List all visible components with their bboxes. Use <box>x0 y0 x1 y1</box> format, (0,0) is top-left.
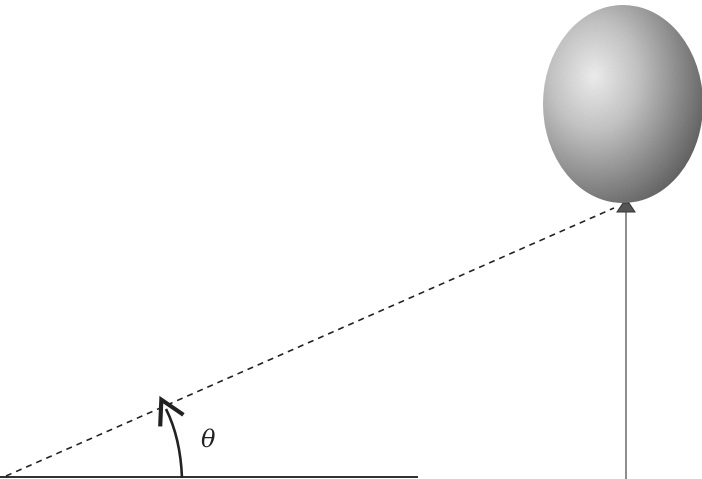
angle-arc <box>158 395 185 479</box>
balloon-knot <box>616 202 636 213</box>
line-of-sight <box>5 207 615 477</box>
balloon <box>543 5 702 203</box>
angle-label: θ <box>201 425 216 453</box>
